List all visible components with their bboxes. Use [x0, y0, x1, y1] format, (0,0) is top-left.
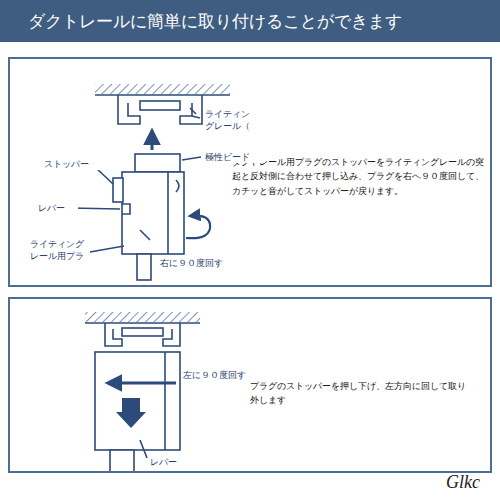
header-title: ダクトレールに簡単に取り付けることができます	[28, 10, 402, 33]
watermark: Glkc	[446, 470, 496, 494]
instruction-panel: プラグのストッパーを押し下げ、左方向に回して取り外します	[8, 297, 492, 473]
plug-label: ライティング レール用プラ	[30, 238, 90, 262]
lever-label: レバー	[38, 202, 78, 214]
polarity-label: 極性ビード	[205, 151, 265, 163]
rotate-label: 右に９０度回す	[160, 257, 240, 269]
instruction-text: ダクトレール用プラグのストッパーをライティングレールの突起と反対側に合わせて押し…	[232, 155, 484, 198]
rotate-label: 左に９０度回す	[183, 369, 263, 381]
lever-label: レバー	[150, 456, 190, 468]
instruction-text: プラグのストッパーを押し下げ、左方向に回して取り外します	[250, 379, 468, 408]
rail-label: ライティン グレール（	[205, 108, 255, 132]
stopper-label: ストッパー	[44, 158, 104, 170]
